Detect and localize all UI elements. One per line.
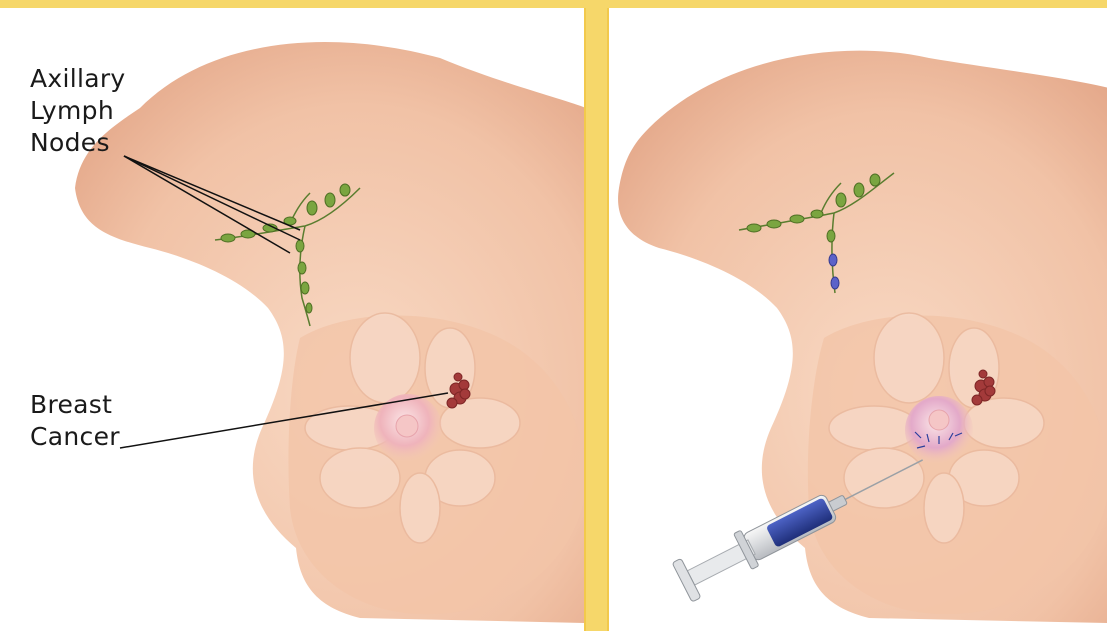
- label-cancer: Cancer: [30, 422, 120, 452]
- nipple: [396, 415, 418, 437]
- right-panel: [607, 8, 1107, 631]
- left-panel: Axillary Lymph Nodes Breast Cancer: [0, 8, 586, 631]
- nipple: [929, 410, 949, 430]
- label-axillary: Axillary: [30, 64, 126, 94]
- label-nodes: Nodes: [30, 128, 110, 158]
- sentinel-injection-illustration: [609, 8, 1107, 631]
- label-lymph: Lymph: [30, 96, 114, 126]
- label-breast: Breast: [30, 390, 112, 420]
